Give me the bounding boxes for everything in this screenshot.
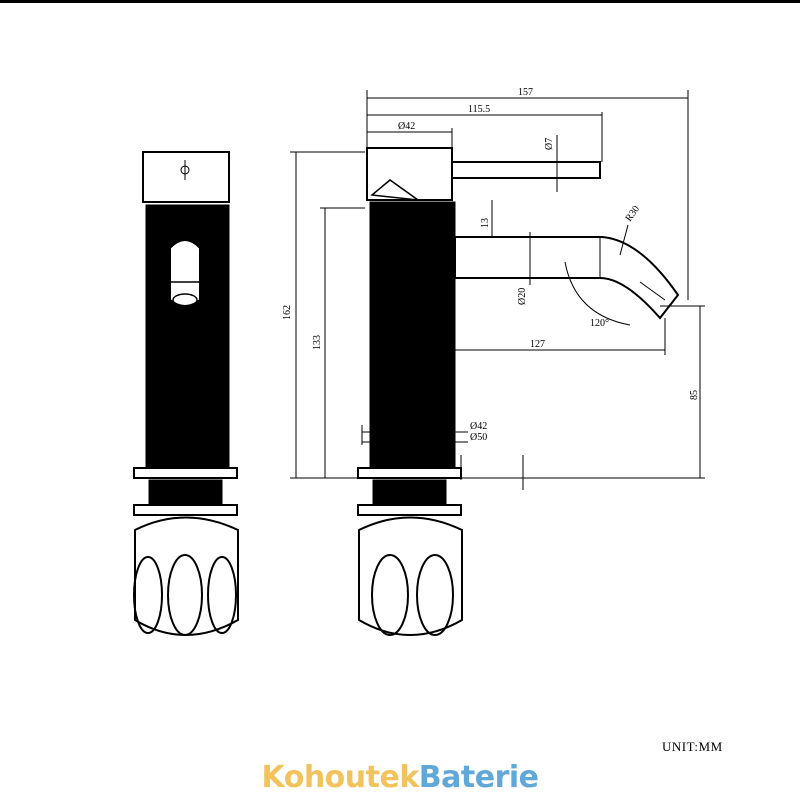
dim-spout-angle: 120°	[590, 318, 609, 329]
side-spout	[454, 236, 680, 320]
dimension-lines	[290, 90, 705, 490]
dim-spout-reach: 127	[530, 339, 545, 350]
side-thread	[372, 479, 447, 505]
side-view	[357, 147, 680, 636]
side-handle-cap	[366, 147, 453, 201]
dim-total-width: 157	[518, 87, 533, 98]
dim-lever-reach: 115.5	[468, 104, 490, 115]
unit-label: UNIT:MM	[662, 739, 723, 754]
front-nut	[134, 516, 239, 636]
side-body	[369, 201, 456, 469]
front-view	[133, 151, 239, 636]
dim-spout-offset: 13	[480, 218, 491, 228]
dim-outlet-height: 85	[689, 390, 700, 400]
side-nut-ring	[357, 504, 462, 516]
dim-spout-dia: Ø20	[517, 288, 528, 305]
front-spout-outlet	[169, 239, 201, 307]
top-border	[0, 0, 800, 3]
side-base-ring	[357, 467, 462, 479]
front-nut-ring	[133, 504, 238, 516]
front-handle-cap	[142, 151, 230, 203]
side-nut	[358, 516, 463, 636]
dim-lever-dia: Ø7	[544, 138, 555, 150]
side-lever	[451, 161, 601, 179]
front-thread	[148, 479, 223, 505]
dim-base-dia-inner: Ø42	[470, 421, 487, 432]
front-base-ring	[133, 467, 238, 479]
dim-body-dia-top: Ø42	[398, 121, 415, 132]
dim-total-height: 162	[282, 305, 293, 320]
watermark-part2: Baterie	[418, 760, 539, 795]
watermark-part1: Kohoutek	[261, 760, 419, 795]
dim-spout-radius: R30	[623, 204, 642, 224]
dimension-labels: 157 115.5 Ø42 Ø7 162 133 13 R30 Ø20 120°…	[282, 87, 700, 443]
dim-base-dia-outer: Ø50	[470, 432, 487, 443]
dim-spout-height: 133	[312, 335, 323, 350]
watermark-logo: KohoutekBaterie	[0, 760, 800, 795]
